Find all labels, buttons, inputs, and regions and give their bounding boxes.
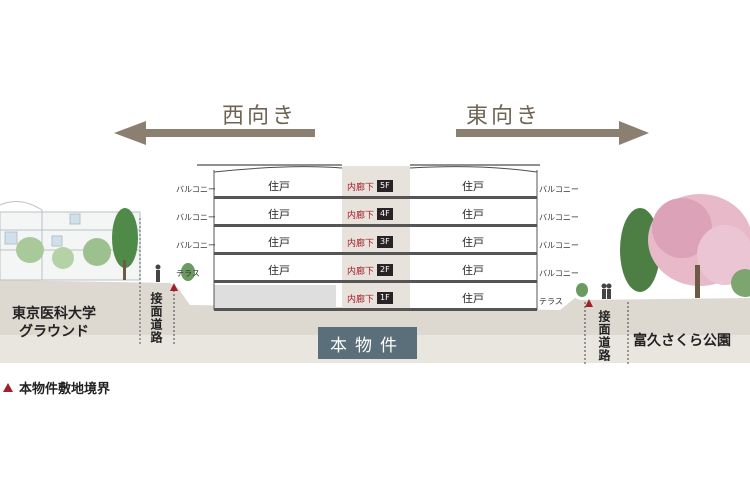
legend: 本物件敷地境界 <box>3 378 110 397</box>
corridor-label-4F: 内廊下 <box>347 210 375 221</box>
floor-slab-5F <box>214 196 537 199</box>
right-people <box>601 283 612 299</box>
west-arrow <box>114 121 315 145</box>
boundary-marker-icon <box>3 383 13 392</box>
unit-right-5F: 住戸 <box>462 180 484 193</box>
floor-slabs <box>213 170 538 311</box>
east-direction-label: 東向き <box>466 104 542 129</box>
corridor-label-2F: 内廊下 <box>347 266 375 277</box>
side-right-1F: テラス <box>539 297 563 306</box>
park-trees <box>576 194 750 298</box>
left-area-name-line1: 東京医科大学 <box>12 306 96 322</box>
right-road-label: 接面道路 <box>597 310 611 362</box>
unit-left-5F: 住戸 <box>268 180 290 193</box>
left-area-name-line2: グラウンド <box>19 324 89 340</box>
left-road-label: 接面道路 <box>149 292 163 344</box>
corridor-label-5F: 内廊下 <box>347 182 375 193</box>
side-right-4F: バルコニー <box>539 213 579 222</box>
floor-slab-4F <box>214 224 537 227</box>
side-right-2F: バルコニー <box>539 269 579 278</box>
floor-slab-1F <box>214 308 537 311</box>
side-left-2F: テラス <box>176 269 200 278</box>
floor-badge-1F: 1F <box>377 292 393 304</box>
floor-slab-2F <box>214 280 537 283</box>
side-right-3F: バルコニー <box>539 241 579 250</box>
boundary-marker-1 <box>170 283 178 291</box>
side-left-3F: バルコニー <box>176 241 216 250</box>
floor-badge-2F: 2F <box>377 264 393 276</box>
legend-label: 本物件敷地境界 <box>19 382 111 397</box>
left-person <box>155 264 161 282</box>
unit-right-3F: 住戸 <box>462 236 484 249</box>
unit-left-4F: 住戸 <box>268 208 290 221</box>
property-name-tag: 本物件 <box>318 327 417 359</box>
building-section <box>197 164 540 310</box>
side-left-4F: バルコニー <box>176 213 216 222</box>
unit-right-2F: 住戸 <box>462 264 484 277</box>
east-arrow <box>456 121 649 145</box>
unit-left-2F: 住戸 <box>268 264 290 277</box>
unit-right-4F: 住戸 <box>462 208 484 221</box>
left-trees <box>16 208 195 281</box>
side-left-5F: バルコニー <box>176 185 216 194</box>
floor-badge-4F: 4F <box>377 208 393 220</box>
left-area-name: 東京医科大学 グラウンド <box>12 305 96 341</box>
floor-badge-3F: 3F <box>377 236 393 248</box>
boundary-marker-2 <box>585 299 593 307</box>
right-area-name: 富久さくら公園 <box>633 333 731 349</box>
side-right-5F: バルコニー <box>539 185 579 194</box>
corridor-label-1F: 内廊下 <box>347 294 375 305</box>
west-direction-label: 西向き <box>222 104 298 129</box>
floor-slab-3F <box>214 252 537 255</box>
boundary-marks <box>170 283 593 307</box>
unit-left-3F: 住戸 <box>268 236 290 249</box>
unit-right-1F: 住戸 <box>462 292 484 305</box>
floor-badge-5F: 5F <box>377 180 393 192</box>
corridor-label-3F: 内廊下 <box>347 238 375 249</box>
